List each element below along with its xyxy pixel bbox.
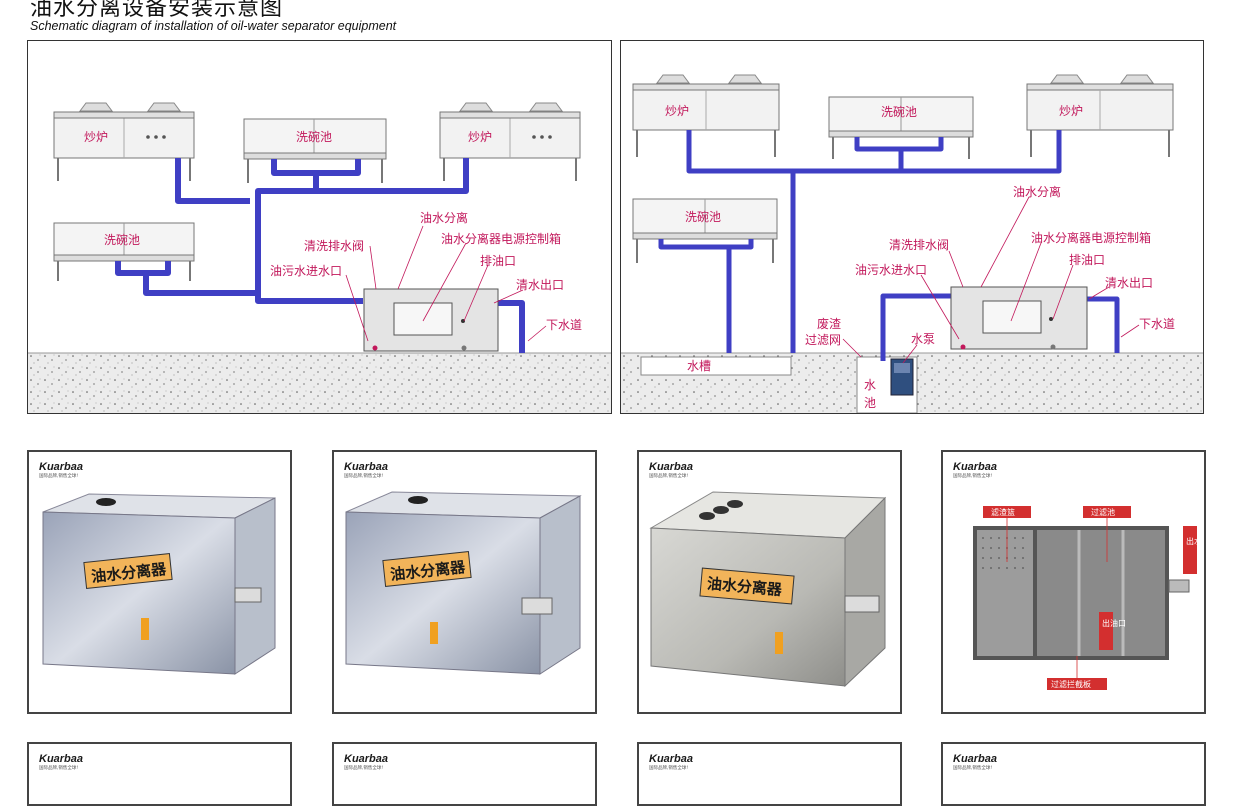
product-photo-1: Kuarbaa 国际品牌,销售全球! 油水分离器	[27, 450, 292, 714]
sink-label: 洗碗池	[881, 104, 917, 119]
product-photo-8: Kuarbaa 国际品牌,销售全球!	[941, 742, 1206, 806]
product-photo-3: Kuarbaa 国际品牌,销售全球! 油水分离器	[637, 450, 902, 714]
water-pump	[890, 358, 914, 396]
installation-diagram-left: 炒炉 洗碗池 炒炉 洗碗池	[27, 40, 612, 414]
product-label-plate	[382, 551, 472, 587]
label-oil-out: 出油口	[1102, 618, 1126, 628]
label-pool-1: 水	[864, 378, 876, 392]
label-pool-2: 池	[864, 396, 876, 410]
label-separator: 油水分离	[420, 210, 468, 225]
stove-right: 炒炉	[1026, 74, 1174, 157]
label-oil-outlet: 排油口	[1069, 253, 1105, 267]
sink-top: 洗碗池	[828, 96, 974, 159]
stove-left: 炒炉	[632, 74, 780, 157]
brand-logo: Kuarbaa	[649, 461, 693, 473]
page-title-en: Schematic diagram of installation of oil…	[30, 19, 397, 33]
label-power-box: 油水分离器电源控制箱	[441, 231, 561, 246]
stove-label: 炒炉	[468, 130, 492, 144]
brand-tagline: 国际品牌,销售全球!	[39, 764, 78, 771]
callout-lines	[345, 225, 547, 342]
floor	[28, 353, 611, 413]
brand-tagline: 国际品牌,销售全球!	[39, 472, 78, 479]
brand-tagline: 国际品牌,销售全球!	[344, 764, 383, 771]
oil-water-separator	[363, 288, 499, 352]
stove-left: 炒炉	[53, 102, 195, 181]
label-pump: 水泵	[911, 332, 935, 346]
oil-water-separator	[950, 286, 1088, 350]
stove-label: 炒炉	[84, 130, 108, 144]
product-label-plate	[699, 567, 795, 605]
label-baffle: 过滤拦截板	[1051, 679, 1091, 689]
stove-label: 炒炉	[1059, 104, 1083, 118]
product-photo-7: Kuarbaa 国际品牌,销售全球!	[637, 742, 902, 806]
label-sewer: 下水道	[546, 318, 582, 332]
product-photo-4: Kuarbaa 国际品牌,销售全球! 滤渣篮 过滤池 出水口 出油口 过滤拦截板	[941, 450, 1206, 714]
brand-logo: Kuarbaa	[39, 753, 83, 765]
callout-lines	[842, 196, 1140, 364]
sink-top: 洗碗池	[243, 118, 387, 183]
sink-left: 洗碗池	[53, 222, 195, 281]
water-trough	[640, 356, 792, 376]
sink-left: 洗碗池	[632, 198, 778, 263]
label-filter-pool: 过滤池	[1091, 507, 1115, 517]
brand-tagline: 国际品牌,销售全球!	[649, 472, 688, 479]
stove-right: 炒炉	[439, 102, 581, 181]
product-photo-6: Kuarbaa 国际品牌,销售全球!	[332, 742, 597, 806]
brand-logo: Kuarbaa	[953, 461, 997, 473]
product-photo-2: Kuarbaa 国际品牌,销售全球! 油水分离器	[332, 450, 597, 714]
label-filter-net-2: 过滤网	[805, 333, 841, 347]
page-title-cn: 油水分离设备安装示意图	[30, 0, 284, 21]
drain-pipes	[658, 130, 1120, 361]
brand-logo: Kuarbaa	[344, 461, 388, 473]
product-label-plate	[83, 553, 173, 589]
label-separator: 油水分离	[1013, 184, 1061, 199]
label-power-box: 油水分离器电源控制箱	[1031, 230, 1151, 245]
brand-tagline: 国际品牌,销售全球!	[953, 472, 992, 479]
label-inlet: 油污水进水口	[270, 264, 342, 278]
brand-logo: Kuarbaa	[953, 753, 997, 765]
label-trough: 水槽	[687, 359, 711, 373]
product-photo-5: Kuarbaa 国际品牌,销售全球!	[27, 742, 292, 806]
sink-label: 洗碗池	[685, 209, 721, 224]
label-water-outlet: 清水出口	[1105, 276, 1153, 290]
brand-tagline: 国际品牌,销售全球!	[344, 472, 383, 479]
label-water-outlet: 清水出口	[516, 278, 564, 292]
label-water-out: 出水口	[1186, 536, 1204, 546]
label-inlet: 油污水进水口	[855, 263, 927, 277]
brand-logo: Kuarbaa	[649, 753, 693, 765]
brand-tagline: 国际品牌,销售全球!	[649, 764, 688, 771]
brand-logo: Kuarbaa	[344, 753, 388, 765]
sink-label: 洗碗池	[104, 232, 140, 247]
installation-diagram-right: 水槽 水 池 炒炉 洗碗池 炒炉	[620, 40, 1204, 414]
sink-label: 洗碗池	[296, 129, 332, 144]
label-sewer: 下水道	[1139, 317, 1175, 331]
label-flush-valve: 清洗排水阀	[304, 239, 364, 253]
label-flush-valve: 清洗排水阀	[889, 238, 949, 252]
stove-label: 炒炉	[665, 104, 689, 118]
label-filter-net-1: 废渣	[817, 316, 841, 331]
label-basket: 滤渣篮	[991, 507, 1015, 517]
brand-tagline: 国际品牌,销售全球!	[953, 764, 992, 771]
brand-logo: Kuarbaa	[39, 461, 83, 473]
label-oil-outlet: 排油口	[480, 254, 516, 268]
drain-pipes	[115, 158, 525, 353]
